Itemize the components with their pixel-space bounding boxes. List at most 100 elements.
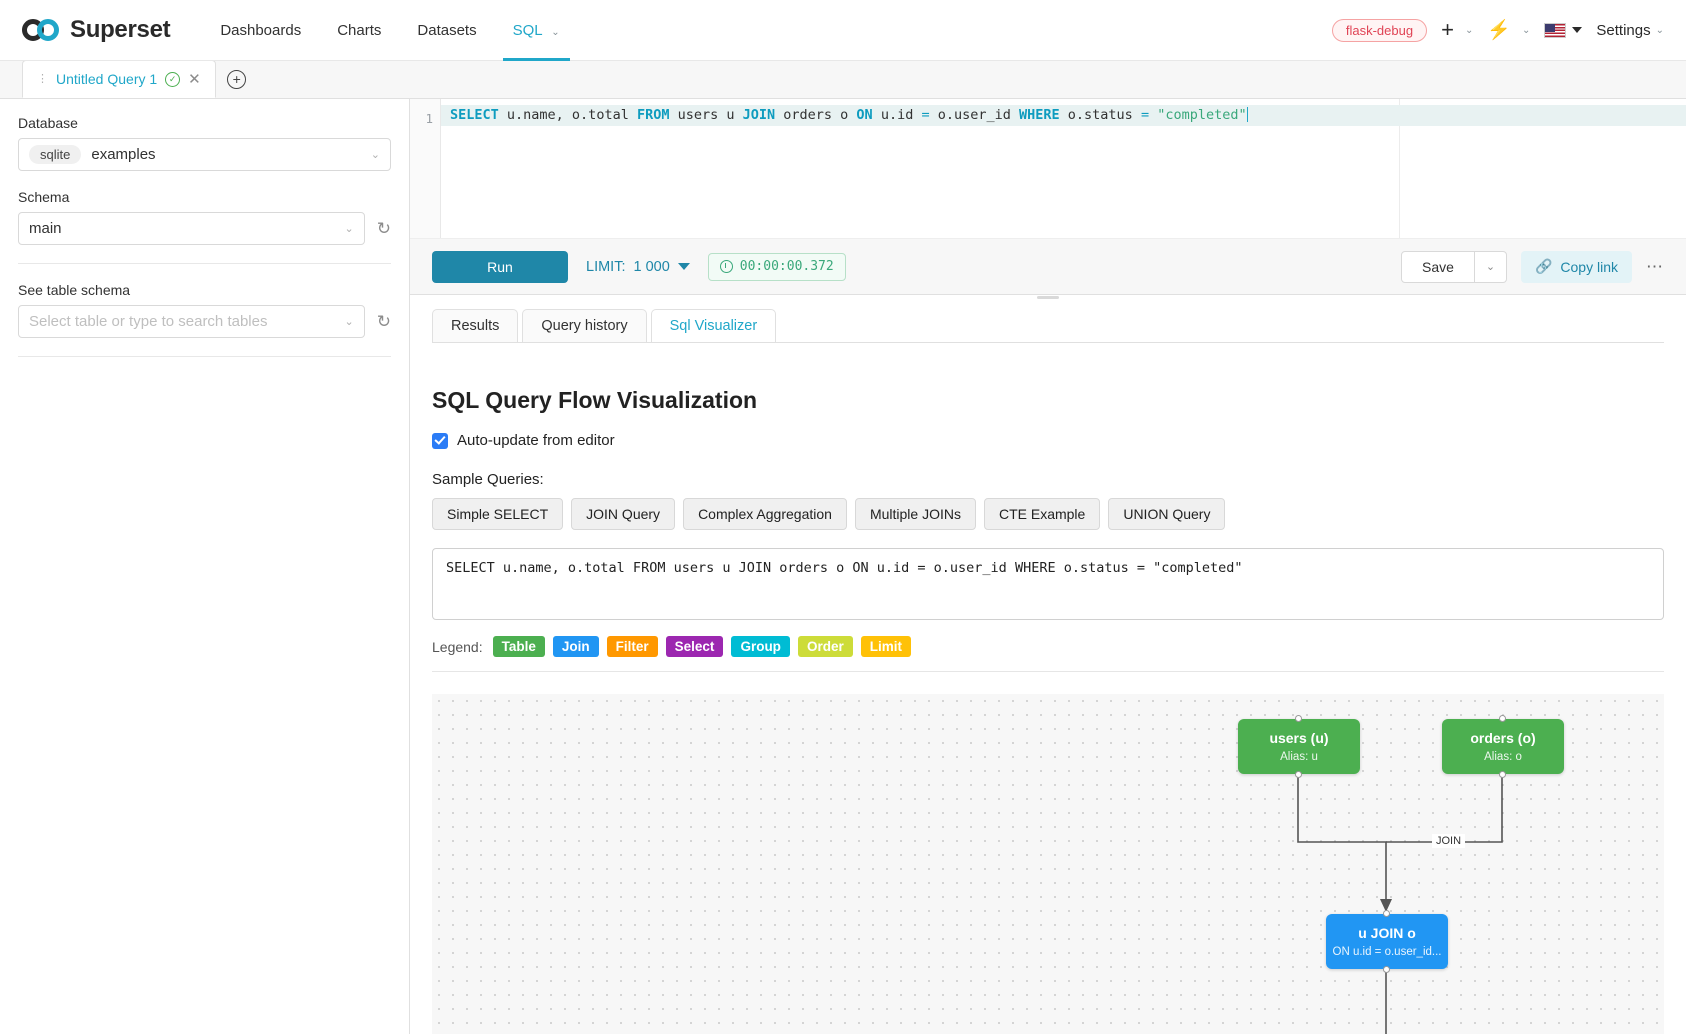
checkbox-checked-icon[interactable] (432, 432, 448, 449)
see-table-schema-label: See table schema (18, 282, 131, 298)
nav-datasets[interactable]: Datasets (399, 0, 494, 61)
chevron-down-icon: ⌄ (1655, 24, 1664, 36)
sql-editor[interactable]: 1 SELECT u.name, o.total FROM users u JO… (410, 99, 1686, 239)
actions-bolt-button[interactable]: ⚡ ⌄ (1487, 21, 1530, 40)
tab-results[interactable]: Results (432, 309, 519, 342)
sample-queries-row: Simple SELECT JOIN Query Complex Aggrega… (432, 498, 1664, 530)
bolt-icon: ⚡ (1487, 19, 1512, 41)
limit-dropdown[interactable]: LIMIT: 1 000 (586, 259, 690, 275)
query-tab-label: Untitled Query 1 (56, 71, 158, 87)
schema-select[interactable]: main ⌄ (18, 212, 365, 245)
limit-label: LIMIT: (586, 258, 626, 275)
brand-name: Superset (70, 16, 171, 43)
legend-chip-join: Join (552, 636, 599, 657)
drag-handle-icon[interactable]: ⋮ (37, 73, 48, 85)
legend: Legend: Table Join Filter Select Group O… (432, 636, 1664, 672)
nav-charts[interactable]: Charts (319, 0, 399, 61)
tab-query-history-label: Query history (541, 318, 628, 334)
sql-input-textarea[interactable] (432, 548, 1664, 620)
flow-node-join[interactable]: u JOIN o ON u.id = o.user_id... (1326, 910, 1448, 973)
database-label: Database (18, 115, 78, 131)
sample-query-join-query[interactable]: JOIN Query (571, 498, 676, 530)
sample-query-complex-aggregation[interactable]: Complex Aggregation (683, 498, 847, 530)
toolbar-right-group: Save ⌄ 🔗 Copy link ⋯ (1401, 250, 1664, 283)
table-group: See table schema Select table or type to… (18, 282, 391, 338)
refresh-schema-icon[interactable]: ↻ (376, 218, 391, 238)
database-select[interactable]: sqlite examples ⌄ (18, 138, 391, 171)
add-query-tab-button[interactable]: + (216, 60, 258, 98)
us-flag-icon (1544, 22, 1567, 38)
top-navbar: Superset Dashboards Charts Datasets SQL … (0, 0, 1686, 61)
legend-chip-table: Table (492, 636, 545, 657)
more-options-icon[interactable]: ⋯ (1646, 256, 1664, 276)
nav-dashboards-label: Dashboards (220, 21, 302, 39)
sample-query-union-query[interactable]: UNION Query (1108, 498, 1226, 530)
table-select[interactable]: Select table or type to search tables ⌄ (18, 305, 365, 338)
link-icon: 🔗 (1534, 258, 1553, 274)
table-select-placeholder: Select table or type to search tables (29, 313, 268, 330)
plus-circle-icon: + (227, 69, 247, 89)
legend-chip-group: Group (731, 636, 790, 657)
schema-label: Schema (18, 189, 70, 205)
sample-query-simple-select[interactable]: Simple SELECT (432, 498, 564, 530)
node-port-bottom (1498, 771, 1506, 778)
auto-update-toggle[interactable]: Auto-update from editor (432, 432, 1664, 449)
schema-value: main (29, 220, 62, 237)
sample-query-multiple-joins[interactable]: Multiple JOINs (854, 498, 976, 530)
pane-resize-handle[interactable] (1037, 296, 1059, 299)
new-item-button[interactable]: + ⌄ (1441, 19, 1473, 41)
flow-node-orders-title: orders (o) (1470, 730, 1536, 746)
chevron-down-icon: ⌄ (370, 149, 380, 161)
refresh-tables-icon[interactable]: ↻ (376, 311, 391, 331)
tab-sql-visualizer-label: Sql Visualizer (669, 318, 758, 334)
node-port-top (1382, 910, 1390, 917)
flow-node-users[interactable]: users (u) Alias: u (1238, 715, 1360, 778)
editor-line-1[interactable]: SELECT u.name, o.total FROM users u JOIN… (441, 105, 1686, 126)
language-selector[interactable] (1544, 22, 1583, 38)
check-circle-icon: ✓ (165, 71, 181, 87)
legend-label: Legend: (432, 638, 483, 655)
node-port-bottom (1294, 771, 1302, 778)
save-button[interactable]: Save (1401, 250, 1475, 283)
legend-chip-order: Order (797, 636, 853, 657)
sidebar-divider (18, 263, 391, 264)
run-button[interactable]: Run (432, 250, 568, 283)
save-dropdown-button[interactable]: ⌄ (1474, 250, 1507, 283)
flow-node-orders[interactable]: orders (o) Alias: o (1442, 715, 1564, 778)
nav-dashboards[interactable]: Dashboards (202, 0, 319, 61)
chevron-down-icon: ⌄ (344, 316, 354, 328)
primary-nav: Dashboards Charts Datasets SQL ⌄ (202, 0, 577, 61)
flask-debug-badge: flask-debug (1331, 18, 1428, 42)
close-icon[interactable]: ✕ (188, 71, 201, 88)
sql-visualizer-panel: SQL Query Flow Visualization Auto-update… (410, 343, 1686, 1034)
nav-sql[interactable]: SQL ⌄ (495, 0, 578, 61)
sample-query-cte-example[interactable]: CTE Example (983, 498, 1101, 530)
infinity-logo-icon (22, 19, 60, 41)
flow-node-users-subtitle: Alias: u (1280, 751, 1318, 763)
save-button-group: Save ⌄ (1401, 250, 1507, 283)
chevron-down-icon: ⌄ (1522, 24, 1531, 36)
database-value: examples (91, 146, 156, 163)
editor-pane: 1 SELECT u.name, o.total FROM users u JO… (410, 99, 1686, 1034)
superset-logo[interactable]: Superset (22, 16, 171, 44)
flow-canvas[interactable]: JOIN users (u) Alias: u orders (o) Alias… (432, 694, 1664, 1034)
sample-queries-label: Sample Queries: (432, 471, 544, 488)
auto-update-label: Auto-update from editor (457, 432, 615, 449)
copy-link-button[interactable]: 🔗 Copy link (1520, 250, 1632, 283)
chevron-down-icon: ⌄ (1464, 24, 1474, 36)
print-margin-ruler (1399, 99, 1400, 238)
left-panel: Database sqlite examples ⌄ Schema main ⌄… (0, 99, 410, 1034)
settings-menu[interactable]: Settings ⌄ (1596, 22, 1664, 39)
plus-icon: + (1441, 17, 1454, 42)
flow-node-join-title: u JOIN o (1358, 925, 1416, 941)
legend-chip-select: Select (665, 636, 724, 657)
tab-sql-visualizer[interactable]: Sql Visualizer (650, 309, 777, 342)
editor-gutter: 1 (410, 99, 441, 238)
chevron-down-icon: ⌄ (1485, 261, 1496, 273)
editor-toolbar: Run LIMIT: 1 000 00:00:00.372 Save ⌄ 🔗 (410, 239, 1686, 299)
query-timer: 00:00:00.372 (707, 252, 846, 281)
database-engine-badge: sqlite (29, 145, 82, 164)
tab-query-history[interactable]: Query history (522, 309, 647, 342)
query-tab-untitled-1[interactable]: ⋮ Untitled Query 1 ✓ ✕ (22, 60, 216, 98)
editor-code-area[interactable]: SELECT u.name, o.total FROM users u JOIN… (441, 99, 1686, 238)
